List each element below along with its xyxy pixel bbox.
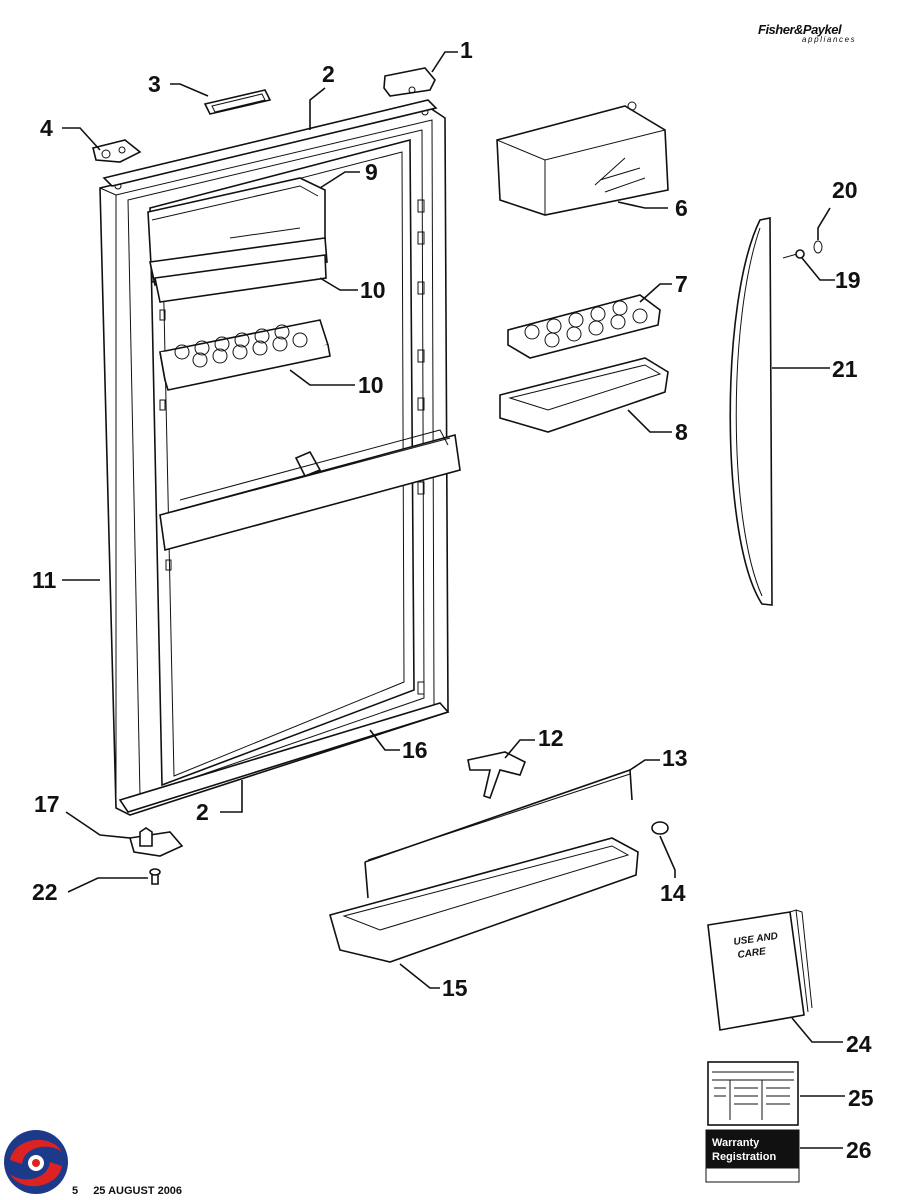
page-number: 5	[72, 1185, 79, 1197]
screw-part	[782, 253, 798, 259]
installation-sheet	[707, 1061, 799, 1126]
leader-lines	[62, 51, 845, 1149]
callout-3: 3	[148, 71, 161, 97]
callout-19: 19	[835, 267, 861, 293]
footer-date: 25 AUGUST 2006	[93, 1185, 183, 1197]
booklet-title-line2: CARE	[737, 946, 767, 961]
small-shelf-part	[499, 357, 669, 433]
door-shelf-upper	[154, 254, 327, 303]
door-egg-tray	[159, 319, 331, 391]
callout-26: 26	[846, 1137, 872, 1163]
callout-25: 25	[848, 1085, 874, 1111]
callout-16: 16	[402, 737, 428, 763]
callout-6: 6	[675, 195, 688, 221]
callout-21: 21	[832, 356, 858, 382]
bottom-hinge-part	[128, 827, 184, 857]
door-hinge-slots	[159, 199, 425, 695]
callout-12: 12	[538, 725, 564, 751]
door-bin-large	[159, 429, 461, 552]
callout-10-upper: 10	[360, 277, 386, 303]
brand-subtitle: appliances	[802, 35, 857, 44]
door-gasket-top	[102, 99, 438, 187]
callout-9: 9	[365, 159, 378, 185]
rail-clip-part	[467, 751, 527, 800]
callout-24: 24	[846, 1031, 872, 1057]
top-hinge-part	[92, 139, 142, 163]
warranty-line2: Registration	[712, 1151, 776, 1163]
warranty-registration-card: Warranty Registration	[705, 1129, 800, 1183]
callout-11: 11	[32, 567, 57, 593]
washer-part	[813, 240, 823, 254]
callout-15: 15	[442, 975, 468, 1001]
callout-20: 20	[832, 177, 858, 203]
callout-13: 13	[662, 745, 688, 771]
brand-logo: Fisher&Paykel appliances	[758, 22, 858, 44]
door-gasket-bottom	[118, 702, 450, 813]
callout-labels: 1 2 3 4 6 7 8 9 10 10 11 12 13 14 15 16 …	[32, 37, 874, 1163]
callout-8: 8	[675, 419, 688, 445]
dairy-lid-bin-part	[496, 101, 669, 216]
hinge-cover-part	[383, 67, 436, 97]
screw-head	[795, 249, 805, 259]
callout-10-lower: 10	[358, 372, 384, 398]
footer: 5 25 AUGUST 2006	[72, 1185, 182, 1197]
callout-22: 22	[32, 879, 58, 905]
callout-2-bottom: 2	[196, 799, 209, 825]
callout-1: 1	[460, 37, 473, 63]
brand-name: Fisher&Paykel	[758, 22, 842, 37]
swirl-logo	[4, 1130, 68, 1194]
hinge-screw-part	[149, 868, 161, 885]
callout-17: 17	[34, 791, 60, 817]
side-trim-part	[729, 217, 773, 606]
callout-4: 4	[40, 115, 53, 141]
egg-tray-part	[507, 294, 661, 359]
warranty-line1: Warranty	[712, 1137, 760, 1149]
rail-cap-part	[651, 821, 669, 835]
callout-7: 7	[675, 271, 688, 297]
bottom-door-bin-part	[329, 837, 639, 963]
callout-14: 14	[660, 880, 686, 906]
use-and-care-booklet: USE AND CARE	[707, 909, 813, 1031]
callout-2-top: 2	[322, 61, 335, 87]
